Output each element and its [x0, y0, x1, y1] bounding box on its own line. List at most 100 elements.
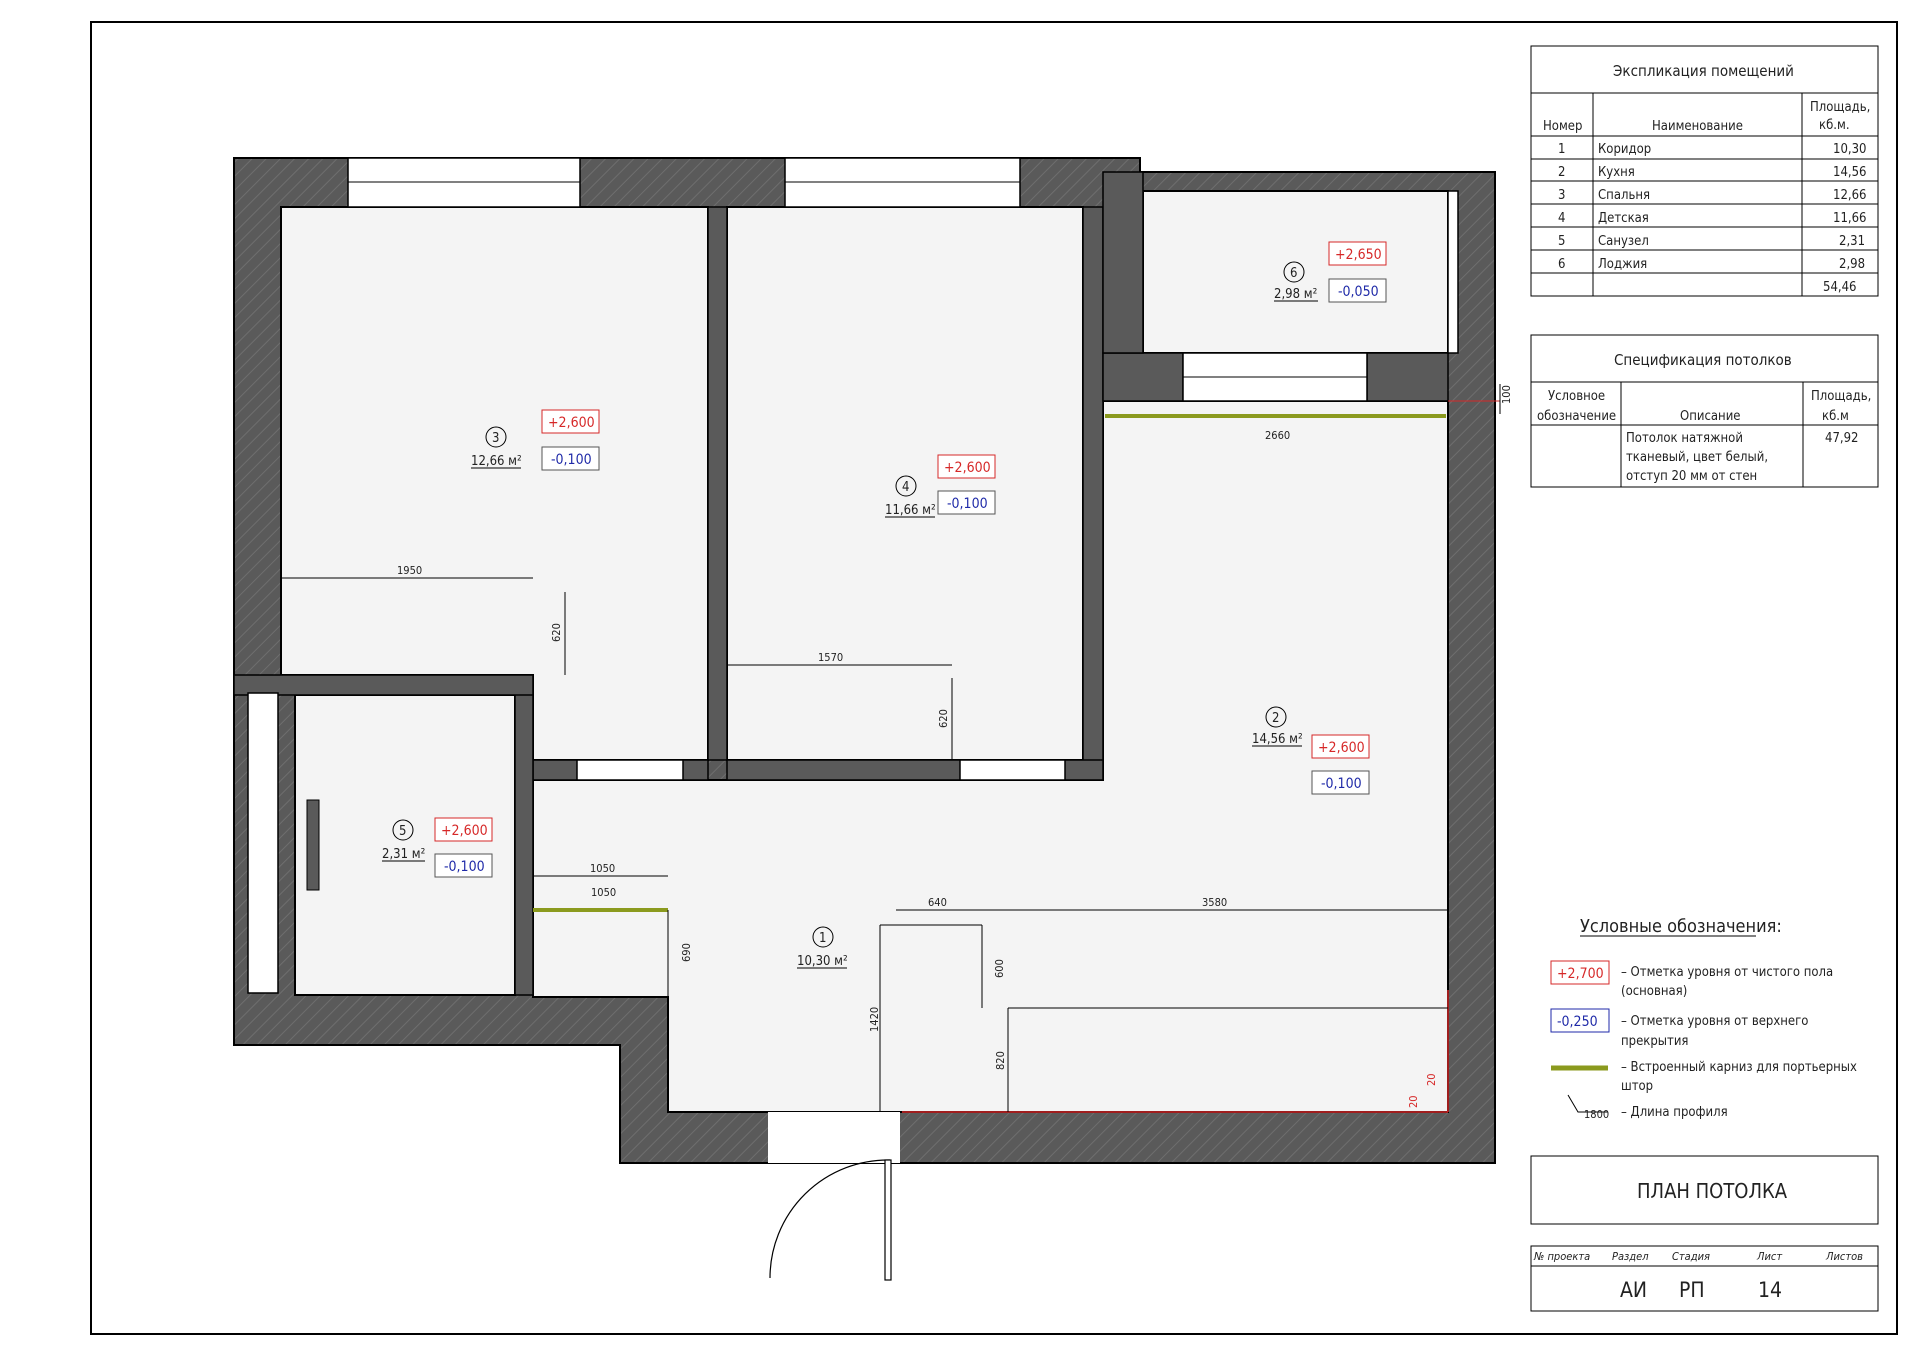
dim-100: 100 — [1500, 385, 1513, 404]
room-6-label: 6 2,98 м² +2,650 -0,050 — [1274, 241, 1387, 303]
title-block: ПЛАН ПОТОЛКА № проекта Раздел Стадия Лис… — [1530, 1155, 1879, 1312]
svg-text:Площадь,: Площадь, — [1811, 389, 1871, 404]
svg-text:1: 1 — [819, 931, 826, 946]
svg-text:Лоджия: Лоджия — [1598, 257, 1647, 272]
dimension-labels: 1950 620 1570 620 2660 100 1050 1050 690… — [397, 385, 1513, 1108]
svg-text:Стадия: Стадия — [1672, 1250, 1710, 1263]
room-4-floor — [726, 206, 1084, 761]
drawing-title: ПЛАН ПОТОЛКА — [1637, 1179, 1788, 1203]
wall-loggia-bottom-r — [1366, 352, 1449, 402]
dim-640: 640 — [928, 896, 947, 909]
room-5-floor — [294, 694, 516, 996]
svg-text:Наименование: Наименование — [1652, 119, 1743, 134]
svg-text:-0,100: -0,100 — [551, 452, 592, 468]
svg-text:-0,250: -0,250 — [1557, 1014, 1598, 1030]
svg-text:-0,050: -0,050 — [1338, 284, 1379, 300]
svg-text:кб.м: кб.м — [1822, 409, 1849, 424]
dim-1420: 1420 — [868, 1007, 881, 1032]
svg-text:4: 4 — [902, 480, 909, 495]
floor-plan — [233, 157, 1500, 1281]
svg-text:Раздел: Раздел — [1612, 1250, 1649, 1263]
svg-text:54,46: 54,46 — [1823, 280, 1856, 295]
duct — [247, 692, 279, 994]
wall-loggia-left — [1102, 171, 1144, 354]
svg-text:14,56: 14,56 — [1833, 165, 1866, 180]
window-4-corridor — [959, 759, 1066, 781]
svg-text:47,92: 47,92 — [1825, 431, 1858, 446]
svg-text:Коридор: Коридор — [1598, 142, 1651, 157]
svg-text:Кухня: Кухня — [1598, 165, 1635, 180]
dim-620b: 620 — [937, 709, 950, 728]
wall-bath-right — [514, 674, 534, 996]
entrance-door-swing — [769, 1159, 891, 1279]
room-2-label: 2 14,56 м² +2,600 -0,100 — [1252, 706, 1370, 795]
svg-text:№ проекта: № проекта — [1533, 1250, 1590, 1263]
dim-20a: 20 — [1425, 1073, 1438, 1086]
room-1-label: 1 10,30 м² — [797, 926, 848, 969]
svg-text:5: 5 — [1558, 234, 1565, 249]
svg-text:+2,650: +2,650 — [1335, 247, 1382, 263]
svg-text:Описание: Описание — [1680, 409, 1741, 424]
svg-text:14: 14 — [1758, 1278, 1782, 1302]
ceiling-spec-table: Спецификация потолков Условное обозначен… — [1530, 334, 1879, 488]
svg-text:(основная): (основная) — [1621, 984, 1687, 999]
svg-text:2,98: 2,98 — [1839, 257, 1865, 272]
svg-text:-0,100: -0,100 — [444, 859, 485, 875]
svg-text:2,98 м²: 2,98 м² — [1274, 287, 1317, 302]
wall-4-2 — [1082, 206, 1104, 781]
svg-text:3: 3 — [1558, 188, 1565, 203]
svg-text:2,31: 2,31 — [1839, 234, 1865, 249]
svg-text:2: 2 — [1558, 165, 1565, 180]
dim-1050a: 1050 — [590, 862, 615, 875]
svg-text:обозначение: обозначение — [1537, 409, 1616, 424]
svg-text:+2,600: +2,600 — [944, 460, 991, 476]
svg-text:кб.м.: кб.м. — [1819, 118, 1850, 133]
dim-690: 690 — [680, 943, 693, 962]
svg-text:1: 1 — [1558, 142, 1565, 157]
svg-text:Листов: Листов — [1825, 1250, 1863, 1263]
window-loggia-right — [1447, 190, 1459, 354]
sheet-frame — [90, 21, 1898, 1335]
svg-text:5: 5 — [399, 824, 406, 839]
window-3-corridor — [576, 759, 684, 781]
ceiling-spec-title: Спецификация потолков — [1614, 351, 1792, 369]
svg-text:3: 3 — [492, 431, 499, 446]
svg-text:-0,100: -0,100 — [1321, 776, 1362, 792]
dim-20b: 20 — [1407, 1095, 1420, 1108]
svg-text:6: 6 — [1558, 257, 1565, 272]
svg-text:прекрытия: прекрытия — [1621, 1034, 1688, 1049]
dim-3580: 3580 — [1202, 896, 1227, 909]
svg-text:2,31 м²: 2,31 м² — [382, 847, 425, 862]
svg-text:штор: штор — [1621, 1079, 1653, 1094]
explication-title: Экспликация помещений — [1613, 62, 1794, 80]
entrance-gap — [768, 1112, 900, 1163]
svg-text:– Отметка уровня от чистого по: – Отметка уровня от чистого пола — [1621, 965, 1833, 980]
dim-820: 820 — [994, 1051, 1007, 1070]
explication-table: Экспликация помещений Номер Наименование… — [1530, 45, 1879, 297]
bath-fixture — [306, 799, 320, 891]
wall-loggia-bottom — [1102, 352, 1184, 402]
svg-text:– Встроенный карниз для портье: – Встроенный карниз для портьерных — [1621, 1060, 1857, 1075]
entrance-door-leaf — [884, 1159, 892, 1281]
svg-text:2: 2 — [1272, 711, 1279, 726]
svg-text:12,66 м²: 12,66 м² — [471, 454, 522, 469]
svg-text:14,56 м²: 14,56 м² — [1252, 732, 1303, 747]
room-6-floor — [1142, 190, 1449, 354]
dim-600: 600 — [993, 959, 1006, 978]
svg-text:Потолок натяжной: Потолок натяжной — [1626, 431, 1743, 446]
svg-text:Номер: Номер — [1543, 119, 1582, 134]
wall-bath-top — [233, 674, 534, 696]
room-4-label: 4 11,66 м² +2,600 -0,100 — [885, 454, 996, 518]
dim-620a: 620 — [550, 623, 563, 642]
room-5-label: 5 2,31 м² +2,600 -0,100 — [382, 817, 493, 878]
svg-text:10,30: 10,30 — [1833, 142, 1866, 157]
room-3-label: 3 12,66 м² +2,600 -0,100 — [471, 409, 600, 471]
svg-text:12,66: 12,66 — [1833, 188, 1866, 203]
dimensions — [281, 384, 1501, 1112]
dim-1570: 1570 — [818, 651, 843, 664]
svg-text:– Отметка уровня от верхнего: – Отметка уровня от верхнего — [1621, 1014, 1808, 1029]
svg-text:отступ 20 мм от стен: отступ 20 мм от стен — [1626, 469, 1757, 484]
svg-text:6: 6 — [1290, 266, 1297, 281]
svg-text:Спальня: Спальня — [1598, 188, 1650, 203]
